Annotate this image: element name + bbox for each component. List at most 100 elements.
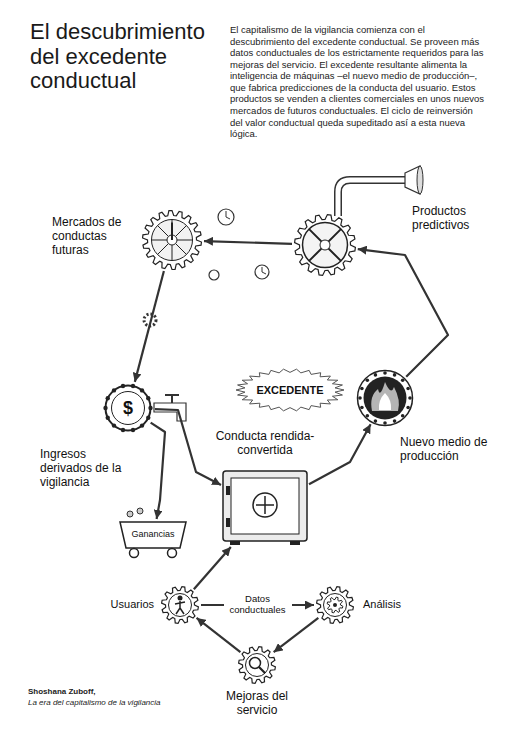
wheel-stud <box>121 428 125 432</box>
inner-gear <box>327 597 343 613</box>
clock-hand <box>171 223 173 241</box>
shape-label: Nuevo medio de producción <box>400 436 492 464</box>
shape-text: Ganancias <box>118 529 188 539</box>
wheel-stud <box>106 416 110 420</box>
icon-crossGear <box>293 213 357 277</box>
wheel-stud <box>106 396 110 400</box>
coin <box>127 511 133 517</box>
pipe-outline <box>338 180 406 216</box>
wheel-stud <box>112 423 116 427</box>
title: El descubrimiento del excedente conductu… <box>30 20 222 94</box>
shape-label: Conducta rendida-convertida <box>205 430 325 458</box>
gear-rim <box>324 594 347 617</box>
wheel-stud <box>131 428 135 432</box>
wheel-stud <box>131 384 135 388</box>
safe-door <box>231 478 299 534</box>
cart-wheel <box>168 549 177 558</box>
cart-wheel <box>130 549 139 558</box>
wheel-stud <box>112 388 116 392</box>
clock-dial <box>218 209 234 225</box>
icon-bigGear <box>141 209 203 271</box>
icon-safe <box>222 470 308 546</box>
wheel-stud <box>146 396 150 400</box>
intro-text: El capitalismo de la vigilancia comienza… <box>230 24 484 140</box>
person-head <box>178 596 183 601</box>
faucet-handle <box>165 395 179 403</box>
shape-text: EXCEDENTE <box>235 384 345 397</box>
clock-hands <box>262 267 266 274</box>
furnace-stud <box>383 421 387 425</box>
source-title: La era del capitalismo de la vigilancia <box>28 698 258 707</box>
furnace-stud <box>401 379 405 383</box>
clock-dials <box>209 209 269 280</box>
icon-furnace <box>356 369 414 427</box>
gear-outline <box>239 647 276 684</box>
pipe-inner <box>338 180 406 216</box>
shape-label: Análisis <box>363 598 433 611</box>
gear-hub <box>320 240 330 250</box>
flame-core <box>379 393 391 410</box>
gear-rim <box>303 223 348 268</box>
conveyor-belt <box>197 618 241 652</box>
clock-hands <box>226 211 230 219</box>
gear-outline <box>295 215 356 276</box>
inner-hub <box>333 603 337 607</box>
prediction-gear: Productos predictivos <box>293 213 357 277</box>
furnace-stud <box>358 396 362 400</box>
coins <box>127 508 143 517</box>
wheel-stud <box>140 423 144 427</box>
shape-text: $ <box>102 398 154 419</box>
pipe-opening <box>417 166 423 194</box>
magnifier-handle <box>259 667 265 673</box>
wheel-stud <box>140 388 144 392</box>
mine-cart: Ganancias <box>118 520 188 558</box>
magnifier-lens <box>250 658 261 669</box>
conveyor-belt <box>204 241 292 244</box>
furnace-stud <box>366 379 370 383</box>
furnace-rim <box>358 371 413 426</box>
conveyor-belt <box>135 271 164 382</box>
safe-body <box>223 471 307 541</box>
icon-userGear <box>160 585 200 625</box>
furnace-mouth <box>364 377 407 420</box>
gear-outline <box>162 587 199 624</box>
wheel-stud <box>148 406 152 410</box>
conveyor-belt <box>194 547 231 589</box>
safe-box: Conducta rendida-convertida <box>222 470 308 546</box>
revenue-wheel: $Ingresos derivados de la vigilancia <box>102 382 154 434</box>
shape-label: Usuarios <box>84 598 154 611</box>
conveyor-belt <box>309 424 371 484</box>
clock-dial <box>255 265 269 279</box>
furnace-stud <box>408 396 412 400</box>
gear-outline <box>317 587 354 624</box>
gear-spokes <box>152 220 193 261</box>
furnace-stud <box>383 371 387 375</box>
prediction-pipe <box>338 166 423 216</box>
conveyor-belt <box>358 249 448 377</box>
conveyor-belt <box>274 618 319 652</box>
conveyor-belt <box>151 423 165 519</box>
furnace-stud <box>406 406 410 410</box>
safe-hinge <box>226 518 230 527</box>
shape-label: Mejoras del servicio <box>212 690 302 718</box>
surplus-burst: EXCEDENTE <box>235 368 345 412</box>
wheel-stud <box>103 406 107 410</box>
icon-cart <box>118 520 188 558</box>
furnace-stud <box>374 373 378 377</box>
furnace-stud <box>393 373 397 377</box>
furnace-stud <box>393 419 397 423</box>
safe-foot <box>230 541 240 545</box>
gear-cross <box>309 229 341 261</box>
furnace-stud <box>401 414 405 418</box>
person-body <box>175 601 185 614</box>
belt-label: Datos conductuales <box>224 593 292 617</box>
coin <box>137 508 143 514</box>
analysis-gear: Análisis <box>315 585 355 625</box>
improvement-gear: Mejoras del servicio <box>237 645 277 685</box>
gear-rim <box>169 594 192 617</box>
shape-label: Productos predictivos <box>412 205 492 233</box>
market-gear: Mercados de conductas futuras <box>141 209 203 271</box>
gear-rim <box>152 220 193 261</box>
wheel-stud <box>146 416 150 420</box>
icon-analysisGear <box>315 585 355 625</box>
